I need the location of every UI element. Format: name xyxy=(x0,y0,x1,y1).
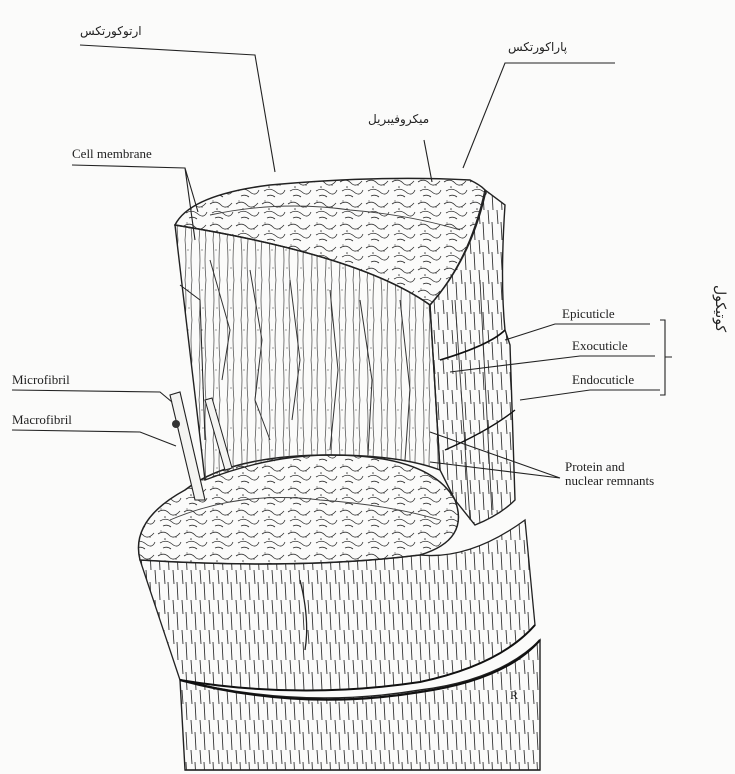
protein-label-line1: Protein and xyxy=(565,460,654,474)
paracortex-leader xyxy=(463,63,615,168)
macrofibril-leader xyxy=(12,430,176,446)
microfibril-fa-label: میکروفیبریل xyxy=(368,112,429,127)
cuticle-brace xyxy=(660,320,672,395)
microfibril-leader xyxy=(12,390,172,402)
microfibril-label: Microfibril xyxy=(12,372,70,387)
lower-cross-section xyxy=(138,455,458,564)
cuticle-fa-label: کوتیکول xyxy=(712,285,728,332)
cell-membrane-label: Cell membrane xyxy=(72,146,152,161)
epicuticle-label: Epicuticle xyxy=(562,306,615,321)
macrofibril-label: Macrofibril xyxy=(12,412,72,427)
exocuticle-label: Exocuticle xyxy=(572,338,628,353)
endocuticle-label: Endocuticle xyxy=(572,372,634,387)
orthocortex-label: ارتوکورتکس xyxy=(80,24,142,39)
paracortex-label: پاراکورتکس xyxy=(508,40,567,55)
protein-label-line2: nuclear remnants xyxy=(565,474,654,488)
corner-mark: R xyxy=(510,688,518,703)
endocuticle-leader xyxy=(520,390,660,400)
microfibril-fa-leader xyxy=(424,140,432,182)
protein-label: Protein and nuclear remnants xyxy=(565,460,654,488)
